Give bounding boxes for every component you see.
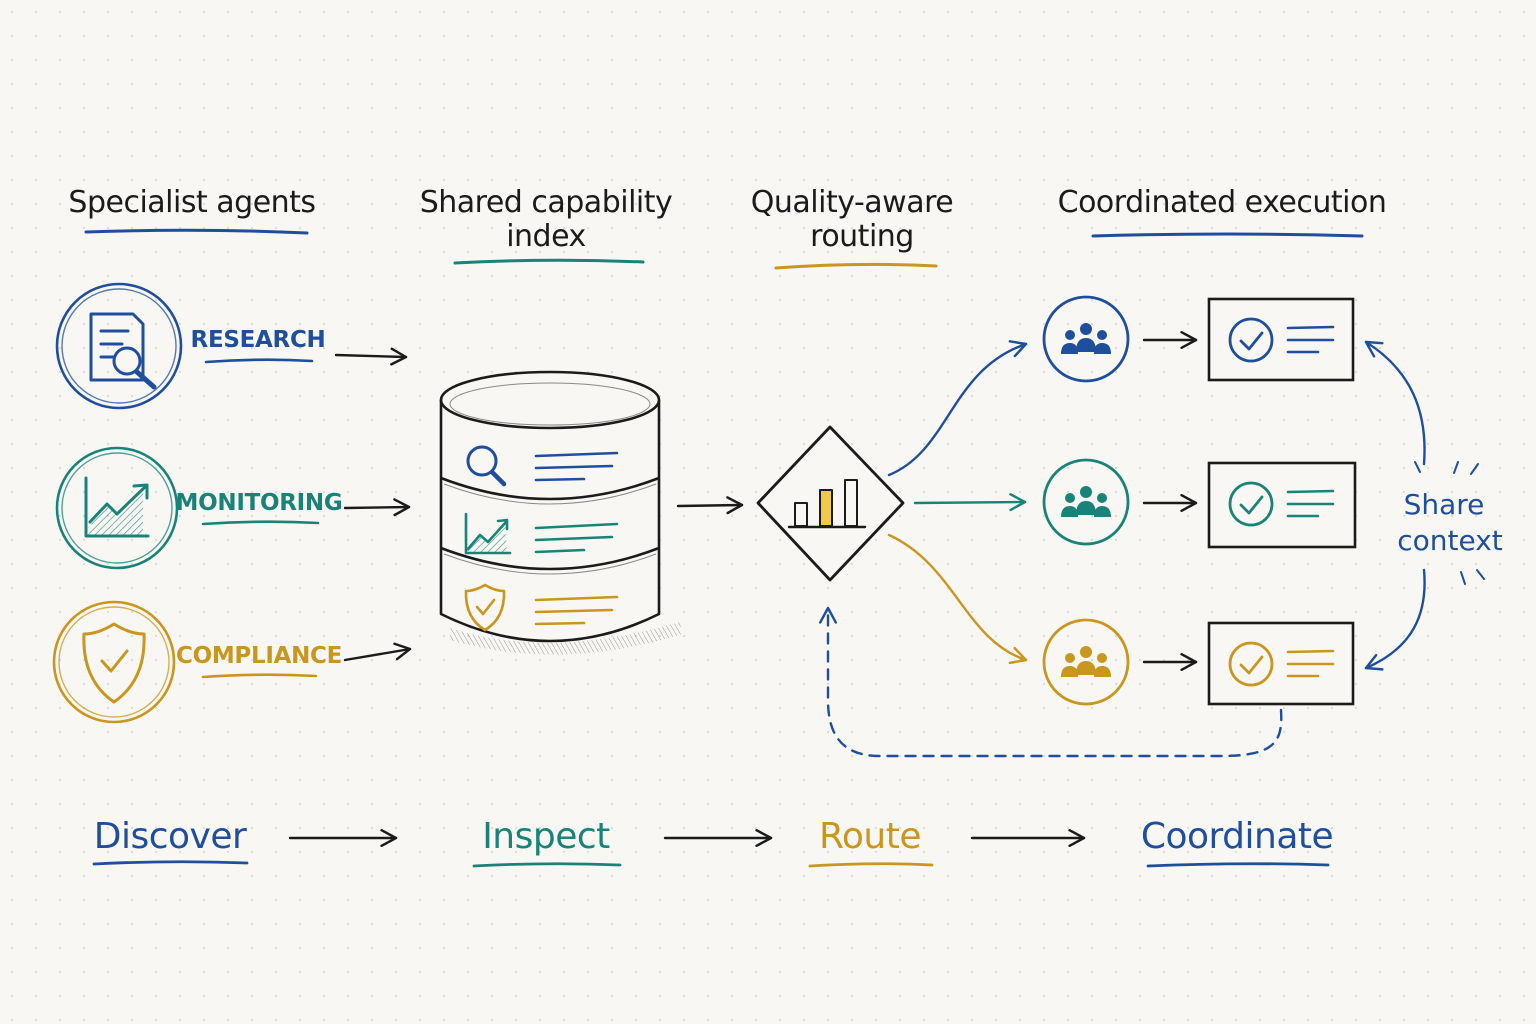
share-context-arrow-down	[1364, 568, 1426, 671]
heading-specialist-agents: Specialist agents	[68, 185, 316, 235]
step-route-label: Route	[819, 816, 921, 857]
heading-routing-line2: routing	[810, 219, 914, 254]
trend-chart-icon	[84, 476, 150, 538]
share-context-line1: Share	[1404, 488, 1485, 521]
arrow-index-to-router	[676, 496, 744, 515]
execution-row-teal	[1042, 458, 1357, 549]
shield-check-icon	[464, 583, 506, 632]
trend-chart-icon	[464, 512, 512, 555]
execution-row-blue	[1042, 295, 1355, 383]
heading-shared-capability-index: Shared capability index	[420, 185, 673, 265]
step-route: Route	[808, 816, 934, 868]
agent-monitoring: MONITORING	[55, 446, 411, 570]
team-icon	[1061, 486, 1111, 517]
step-discover: Discover	[92, 816, 249, 866]
team-icon	[1061, 323, 1111, 354]
team-icon	[1061, 646, 1111, 677]
arrow-router-to-gold	[887, 533, 1028, 665]
agent-research: RESEARCH	[55, 282, 408, 410]
arrow-router-to-teal	[913, 493, 1027, 512]
bar-chart-icon	[787, 479, 867, 529]
feedback-loop-arrow	[819, 606, 1283, 758]
index-row-search	[466, 445, 619, 487]
index-row-trend	[464, 512, 619, 555]
step-coordinate: Coordinate	[1141, 816, 1334, 868]
heading-specialist-agents-text: Specialist agents	[68, 185, 315, 220]
agent-monitoring-label: MONITORING	[176, 490, 343, 516]
share-context-line2: context	[1397, 524, 1503, 557]
heading-routing-line1: Quality-aware	[751, 185, 953, 220]
share-context: Share context	[1364, 340, 1503, 671]
steps-flow: Discover Inspect Route Coordinate	[92, 816, 1334, 868]
heading-index-line1: Shared capability	[420, 185, 673, 220]
step-inspect: Inspect	[472, 816, 622, 868]
agent-compliance: COMPLIANCE	[52, 600, 412, 724]
heading-index-line2: index	[506, 219, 586, 254]
step-discover-label: Discover	[94, 816, 247, 857]
agent-research-label: RESEARCH	[191, 327, 326, 353]
quality-router	[756, 425, 905, 582]
heading-coordinated-execution: Coordinated execution	[1058, 185, 1387, 238]
capability-index-database	[439, 370, 682, 655]
check-circle-icon	[1228, 641, 1274, 687]
step-coordinate-label: Coordinate	[1141, 816, 1333, 857]
shield-check-icon	[82, 622, 146, 704]
arrow-router-to-blue	[887, 340, 1028, 477]
check-circle-icon	[1228, 481, 1274, 527]
index-row-shield	[464, 583, 619, 632]
execution-row-gold	[1042, 618, 1355, 706]
heading-quality-aware-routing: Quality-aware routing	[751, 185, 954, 270]
agent-compliance-label: COMPLIANCE	[176, 643, 342, 669]
check-circle-icon	[1228, 317, 1274, 363]
heading-execution-text: Coordinated execution	[1058, 185, 1387, 220]
document-search-icon	[89, 312, 157, 390]
search-icon	[466, 445, 507, 487]
step-inspect-label: Inspect	[482, 816, 610, 857]
share-context-arrow-up	[1364, 340, 1426, 466]
